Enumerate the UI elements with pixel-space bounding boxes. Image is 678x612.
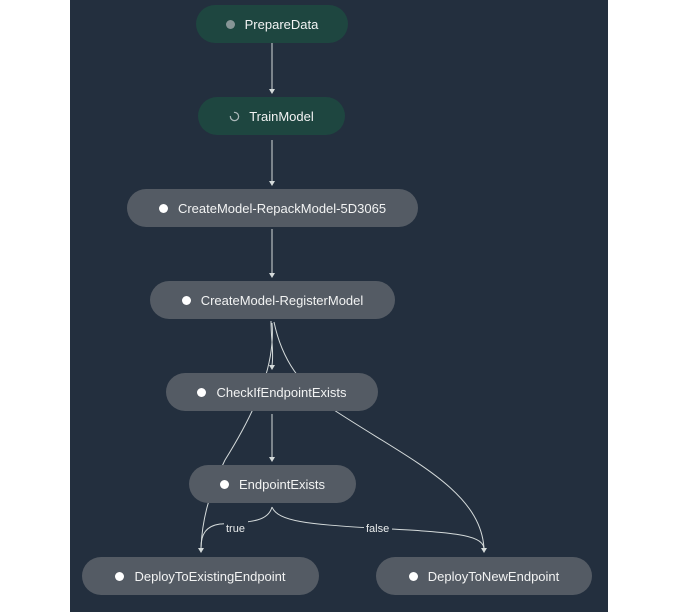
- arrowhead: [269, 181, 275, 186]
- status-pending-icon: [115, 571, 125, 581]
- node-label: CreateModel-RegisterModel: [200, 292, 364, 308]
- status-pending-icon: [181, 295, 191, 305]
- status-pending-icon: [220, 479, 229, 489]
- status-pending-icon: [197, 387, 207, 397]
- spinner-icon: [229, 111, 240, 121]
- node-label: EndpointExists: [239, 476, 325, 492]
- pipeline-graph-canvas: true false PrepareData TrainModel Create…: [70, 0, 608, 612]
- edge-exists-true: [200, 506, 273, 549]
- edge-label-true: true: [226, 523, 245, 535]
- node-label: DeployToNewEndpoint: [427, 568, 560, 584]
- arrowhead: [198, 548, 204, 553]
- arrowhead: [269, 89, 275, 94]
- node-label: PrepareData: [244, 16, 319, 32]
- node-deploy-to-new-endpoint[interactable]: DeployToNewEndpoint: [376, 557, 592, 595]
- node-prepare-data[interactable]: PrepareData: [196, 5, 348, 43]
- pipeline-edges: true false: [198, 43, 487, 553]
- edge-label-false-bg: [364, 521, 392, 535]
- node-endpoint-exists[interactable]: EndpointExists: [189, 465, 356, 503]
- status-pending-icon: [158, 203, 168, 213]
- arrowhead: [269, 365, 275, 370]
- node-check-if-endpoint-exists[interactable]: CheckIfEndpointExists: [166, 373, 378, 411]
- edge-register-to-deploy-new: [273, 321, 485, 549]
- edge-label-false: false: [366, 523, 389, 535]
- arrowhead: [481, 548, 487, 553]
- arrowhead: [269, 457, 275, 462]
- node-label: TrainModel: [249, 108, 314, 124]
- node-create-model-register[interactable]: CreateModel-RegisterModel: [150, 281, 395, 319]
- edge-label-true-bg: [224, 521, 248, 535]
- node-label: DeployToExistingEndpoint: [134, 568, 286, 584]
- node-create-model-repack[interactable]: CreateModel-RepackModel-5D3065: [127, 189, 418, 227]
- node-deploy-to-existing-endpoint[interactable]: DeployToExistingEndpoint: [82, 557, 319, 595]
- status-pending-icon: [408, 571, 418, 581]
- edge-register-to-deploy-existing: [200, 322, 273, 549]
- node-label: CheckIfEndpointExists: [216, 384, 347, 400]
- status-succeeded-icon: [225, 19, 235, 29]
- arrowhead: [269, 273, 275, 278]
- node-train-model[interactable]: TrainModel: [198, 97, 345, 135]
- node-label: CreateModel-RepackModel-5D3065: [177, 200, 387, 216]
